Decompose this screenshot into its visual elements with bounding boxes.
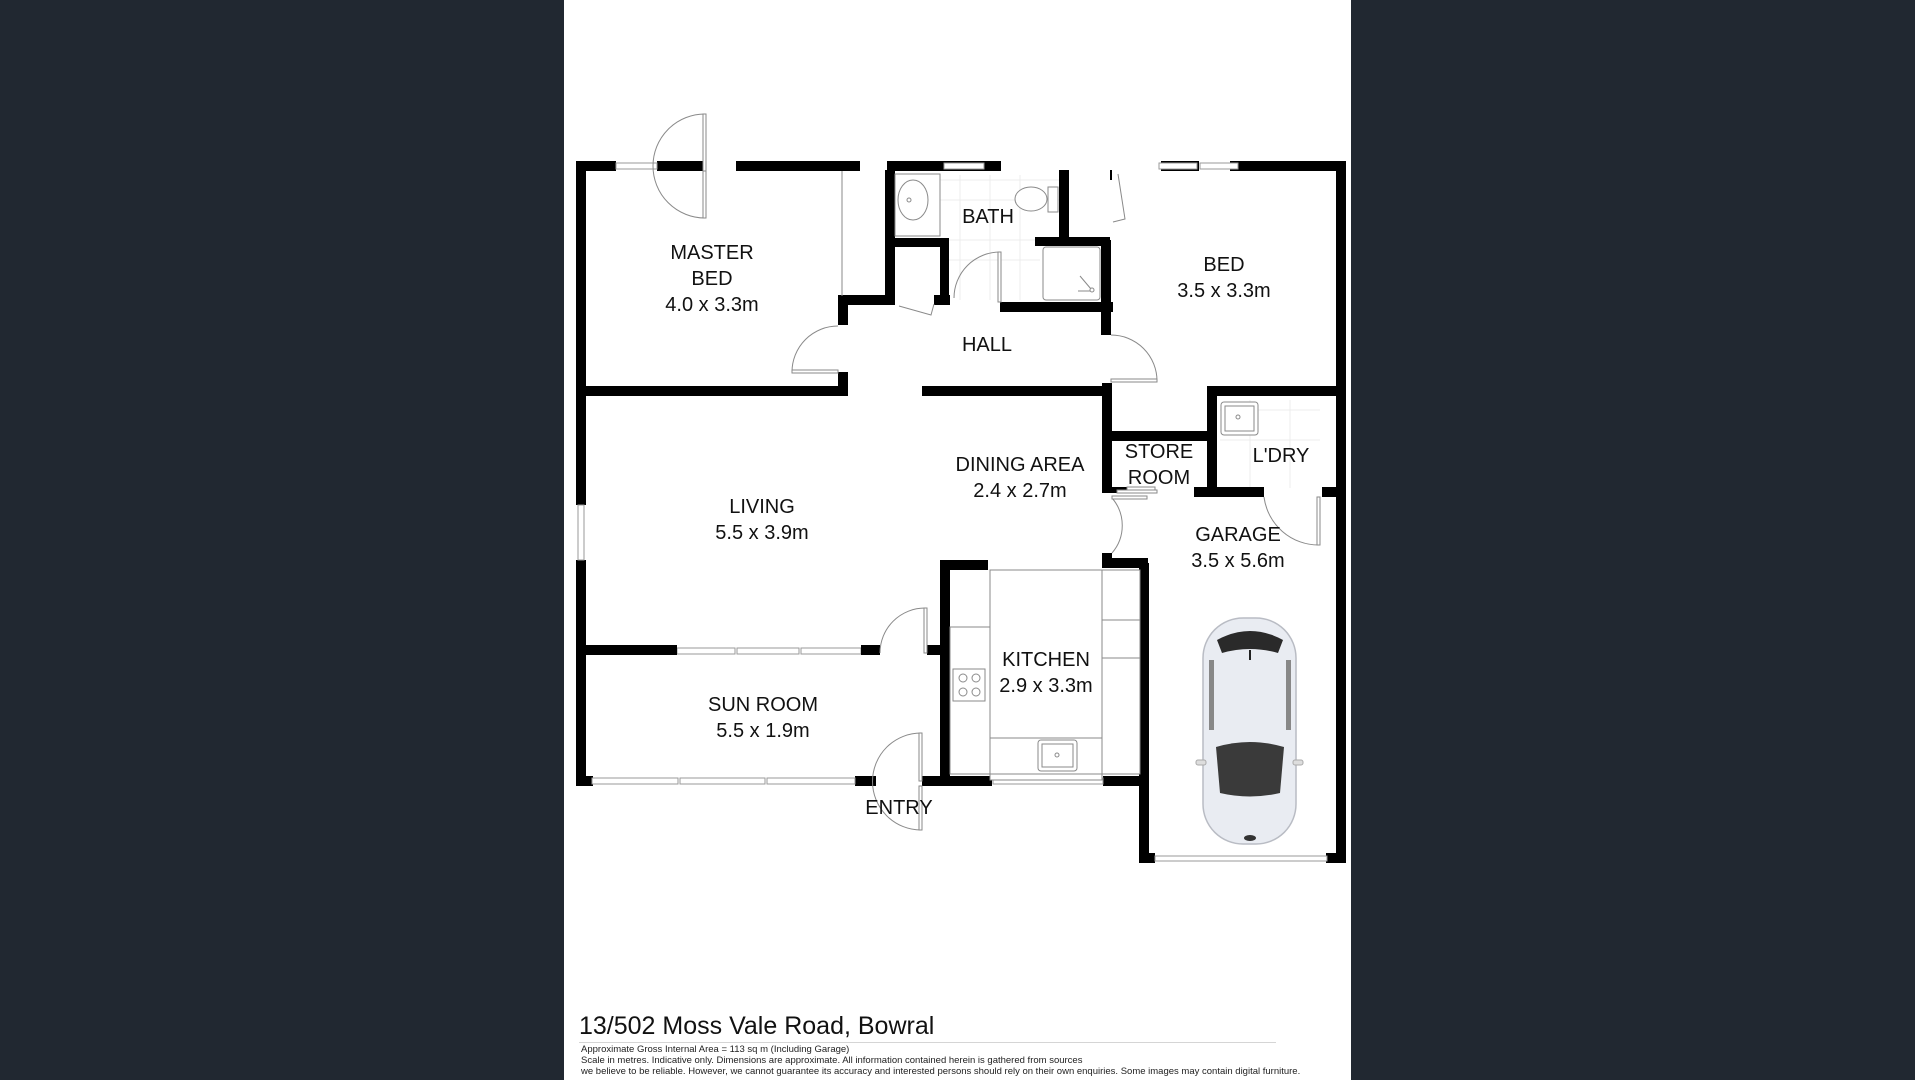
room-name: L'DRY: [1252, 445, 1310, 467]
room-name: SUN ROOM: [708, 694, 818, 716]
room-name-line2: BED: [691, 268, 733, 290]
room-size: 5.5 x 3.9m: [715, 522, 809, 544]
room-bath: BATH: [962, 204, 1014, 230]
room-hall: HALL: [962, 332, 1012, 358]
room-living: LIVING 5.5 x 3.9m: [715, 494, 808, 546]
room-name: ENTRY: [865, 797, 933, 819]
laundry-tub-icon: [1220, 401, 1259, 436]
footer-divider: [579, 1042, 1276, 1043]
door-swing-icon: [1263, 496, 1321, 546]
room-store-room: STORE ROOM: [1125, 439, 1194, 491]
kitchen-benches: [949, 569, 1141, 781]
door-swing-icon: [1110, 334, 1158, 383]
room-name: BED: [1203, 254, 1245, 276]
room-size: 4.0 x 3.3m: [665, 294, 759, 316]
door-swing-icon: [879, 607, 928, 654]
doors: [652, 113, 1321, 831]
room-master-bed: MASTER BED 4.0 x 3.3m: [665, 240, 758, 318]
room-name: HALL: [961, 334, 1013, 356]
sink-icon: [1037, 739, 1078, 772]
disclaimer-line-2: we believe to be reliable. However, we c…: [581, 1066, 1301, 1077]
room-size: 2.9 x 3.3m: [999, 675, 1093, 697]
room-garage: GARAGE 3.5 x 5.6m: [1191, 522, 1284, 574]
room-name: STORE: [1124, 441, 1194, 463]
fixtures: [894, 173, 1259, 781]
room-sun-room: SUN ROOM 5.5 x 1.9m: [708, 692, 818, 744]
property-address: 13/502 Moss Vale Road, Bowral: [579, 1012, 935, 1040]
room-size: 5.5 x 1.9m: [716, 720, 810, 742]
room-bed: BED 3.5 x 3.3m: [1177, 252, 1270, 304]
car-icon: [1195, 617, 1304, 845]
room-name: BATH: [962, 206, 1014, 228]
room-dining-area: DINING AREA 2.4 x 2.7m: [956, 452, 1085, 504]
toilet-icon: [1014, 186, 1059, 213]
room-size: 3.5 x 3.3m: [1177, 280, 1271, 302]
room-size: 3.5 x 5.6m: [1191, 550, 1285, 572]
door-swing-icon: [872, 732, 923, 831]
room-kitchen: KITCHEN 2.9 x 3.3m: [999, 647, 1092, 699]
room-name: DINING AREA: [955, 454, 1085, 476]
room-entry: ENTRY: [865, 795, 932, 821]
disclaimer-line-1: Scale in metres. Indicative only. Dimens…: [581, 1055, 1083, 1066]
door-swing-icon: [652, 113, 707, 219]
room-name: GARAGE: [1195, 524, 1281, 546]
room-name: KITCHEN: [1002, 649, 1090, 671]
door-swing-icon: [1111, 495, 1148, 554]
room-laundry: L'DRY: [1253, 443, 1310, 469]
door-swing-icon: [791, 325, 839, 374]
room-name: MASTER: [670, 242, 754, 264]
room-size: 2.4 x 2.7m: [973, 480, 1067, 502]
basin-icon: [894, 173, 941, 237]
door-swing-icon: [953, 251, 1002, 303]
store-door-icon: [1116, 486, 1158, 494]
interior-walls: [576, 170, 1343, 786]
cooktop-icon: [952, 668, 986, 702]
shower-icon: [1042, 246, 1101, 301]
bifold-door-icon: [841, 171, 1126, 316]
area-note: Approximate Gross Internal Area = 113 sq…: [581, 1044, 850, 1055]
room-name-line2: ROOM: [1127, 467, 1191, 489]
room-name: LIVING: [729, 496, 795, 518]
